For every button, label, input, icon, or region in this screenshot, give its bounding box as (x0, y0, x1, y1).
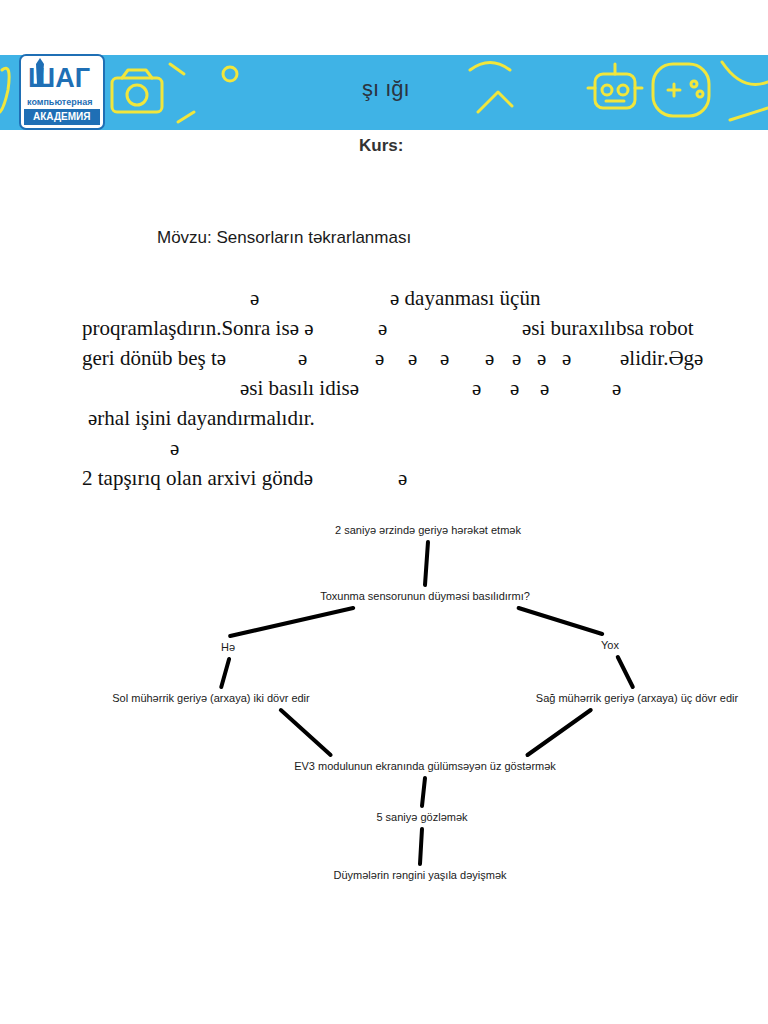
topic-label: Mövzu: Sensorların təkrarlanması (157, 228, 411, 248)
body-text: geri dönüb beş tə (82, 346, 226, 371)
step-text: Yox (601, 639, 619, 651)
body-text: ə (510, 376, 519, 401)
flow-step: Toxunma sensorunun düyməsi basılıdırmı? (316, 587, 534, 606)
flow-connector (618, 657, 633, 687)
body-text: ə (440, 346, 449, 371)
header-icons (0, 62, 768, 122)
body-text: ə (612, 376, 621, 401)
flow-step: Hə (217, 638, 239, 657)
logo-text: ШАГ (28, 62, 90, 94)
header-title: şı ığı (362, 76, 410, 102)
body-text: ə (540, 376, 549, 401)
body-text: əlidir.Əgə (620, 346, 703, 371)
body-text: ə (408, 346, 417, 371)
step-text: Toxunma sensorunun düyməsi basılıdırmı? (320, 590, 530, 602)
body-text: ə (250, 286, 259, 311)
step-text: Sol mühərrik geriyə (arxaya) iki dövr ed… (112, 692, 309, 704)
step-text: EV3 modulunun ekranında gülümsəyən üz gö… (294, 760, 556, 772)
flow-step: 2 saniyə ərzində geriyə hərəkət etmək (331, 521, 525, 540)
body-text: əsi buraxılıbsa robot (522, 316, 693, 341)
body-text: ə dayanması üçün (390, 286, 540, 311)
step-text: 5 saniyə gözləmək (376, 811, 467, 823)
body-text: ə (472, 376, 481, 401)
body-text: əsi basılı idisə (240, 376, 359, 401)
body-text: ə (562, 346, 571, 371)
flow-connector (422, 778, 425, 806)
logo-bar (24, 109, 100, 125)
step-text: 2 saniyə ərzində geriyə hərəkət etmək (335, 524, 521, 536)
flow-step: Sağ mühərrik geriyə (arxaya) üç dövr edi… (532, 689, 742, 708)
step-text: Düymələrin rəngini yaşıla dəyişmək (333, 869, 506, 881)
header-band (0, 55, 768, 130)
flow-step: EV3 modulunun ekranında gülümsəyən üz gö… (290, 757, 560, 776)
body-text: ə (512, 346, 521, 371)
flow-connector (281, 710, 331, 755)
body-text: ə (375, 346, 384, 371)
body-text: 2 tapşırıq olan arxivi göndə (82, 466, 313, 491)
body-text: ərhal işini dayandırmalıdır. (88, 406, 315, 431)
flow-connector (420, 829, 422, 864)
logo-subtext: АКАДЕМИЯ (33, 111, 90, 123)
body-text: ə (378, 316, 387, 341)
body-text: ə (485, 346, 494, 371)
course-label: Kurs: (359, 136, 403, 156)
body-text: ə (398, 466, 407, 491)
flow-step: Sol mühərrik geriyə (arxaya) iki dövr ed… (108, 689, 313, 708)
flow-connector (527, 710, 590, 755)
body-text: ə (537, 346, 546, 371)
flow-connector (230, 608, 353, 636)
flow-connector (519, 608, 603, 634)
body-text: ə (170, 436, 179, 461)
flow-step: Yox (597, 636, 623, 655)
flow-step: Düymələrin rəngini yaşıla dəyişmək (329, 866, 510, 885)
step-text: Hə (221, 641, 235, 653)
logo-subtext: компьютерная (27, 97, 92, 108)
body-text: ə (298, 346, 307, 371)
flow-connector (425, 542, 428, 585)
logo-box (20, 55, 104, 129)
flow-connector (221, 659, 229, 687)
flow-step: 5 saniyə gözləmək (372, 808, 471, 827)
body-text: proqramlaşdırın.Sonra isə ə (82, 316, 314, 341)
step-text: Sağ mühərrik geriyə (arxaya) üç dövr edi… (536, 692, 738, 704)
